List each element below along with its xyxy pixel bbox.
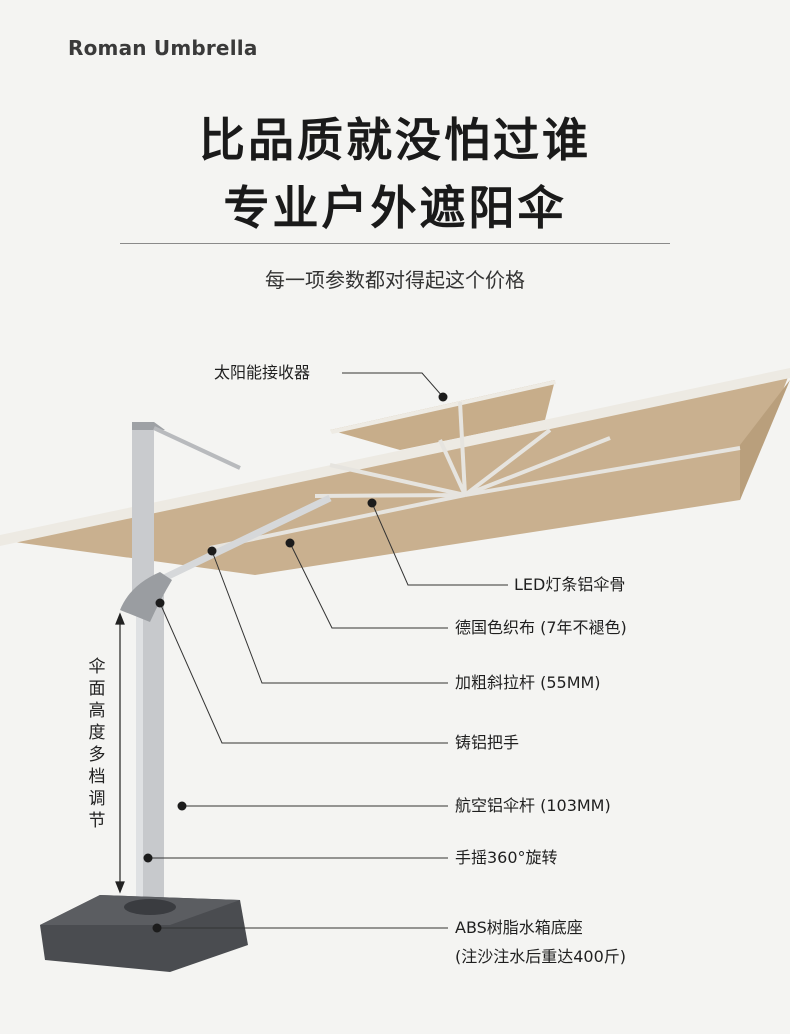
height-adjust-label: 伞面高度多档调节 [88,657,106,831]
main-canopy [0,368,790,575]
callout-rotation: 手摇360°旋转 [455,848,558,867]
handle [120,572,172,622]
diagonal-strut [158,494,332,584]
callout-led-ribs: LED灯条铝伞骨 [514,575,626,594]
height-arrow [115,612,125,894]
brand-name: Roman Umbrella [68,36,258,60]
top-canopy [330,380,556,450]
callout-fabric: 德国色织布 (7年不褪色) [455,618,627,637]
headline-line-2: 专业户外遮阳伞 [223,181,567,235]
subtitle: 每一项参数都对得起这个价格 [265,268,525,292]
callout-strut: 加粗斜拉杆 (55MM) [455,673,601,692]
callout-handle: 铸铝把手 [455,733,520,752]
callout-base-line-2: (注沙注水后重达400斤) [455,947,627,966]
callout-dots [143,392,448,933]
title-divider [120,243,670,244]
callout-solar-receiver: 太阳能接收器 [214,363,311,382]
callout-base-line-1: ABS树脂水箱底座 [455,918,583,937]
leader-lines [148,372,508,929]
callout-pole: 航空铝伞杆 (103MM) [455,796,611,815]
headline-line-1: 比品质就没怕过谁 [199,113,591,167]
water-tank-base [40,895,248,972]
